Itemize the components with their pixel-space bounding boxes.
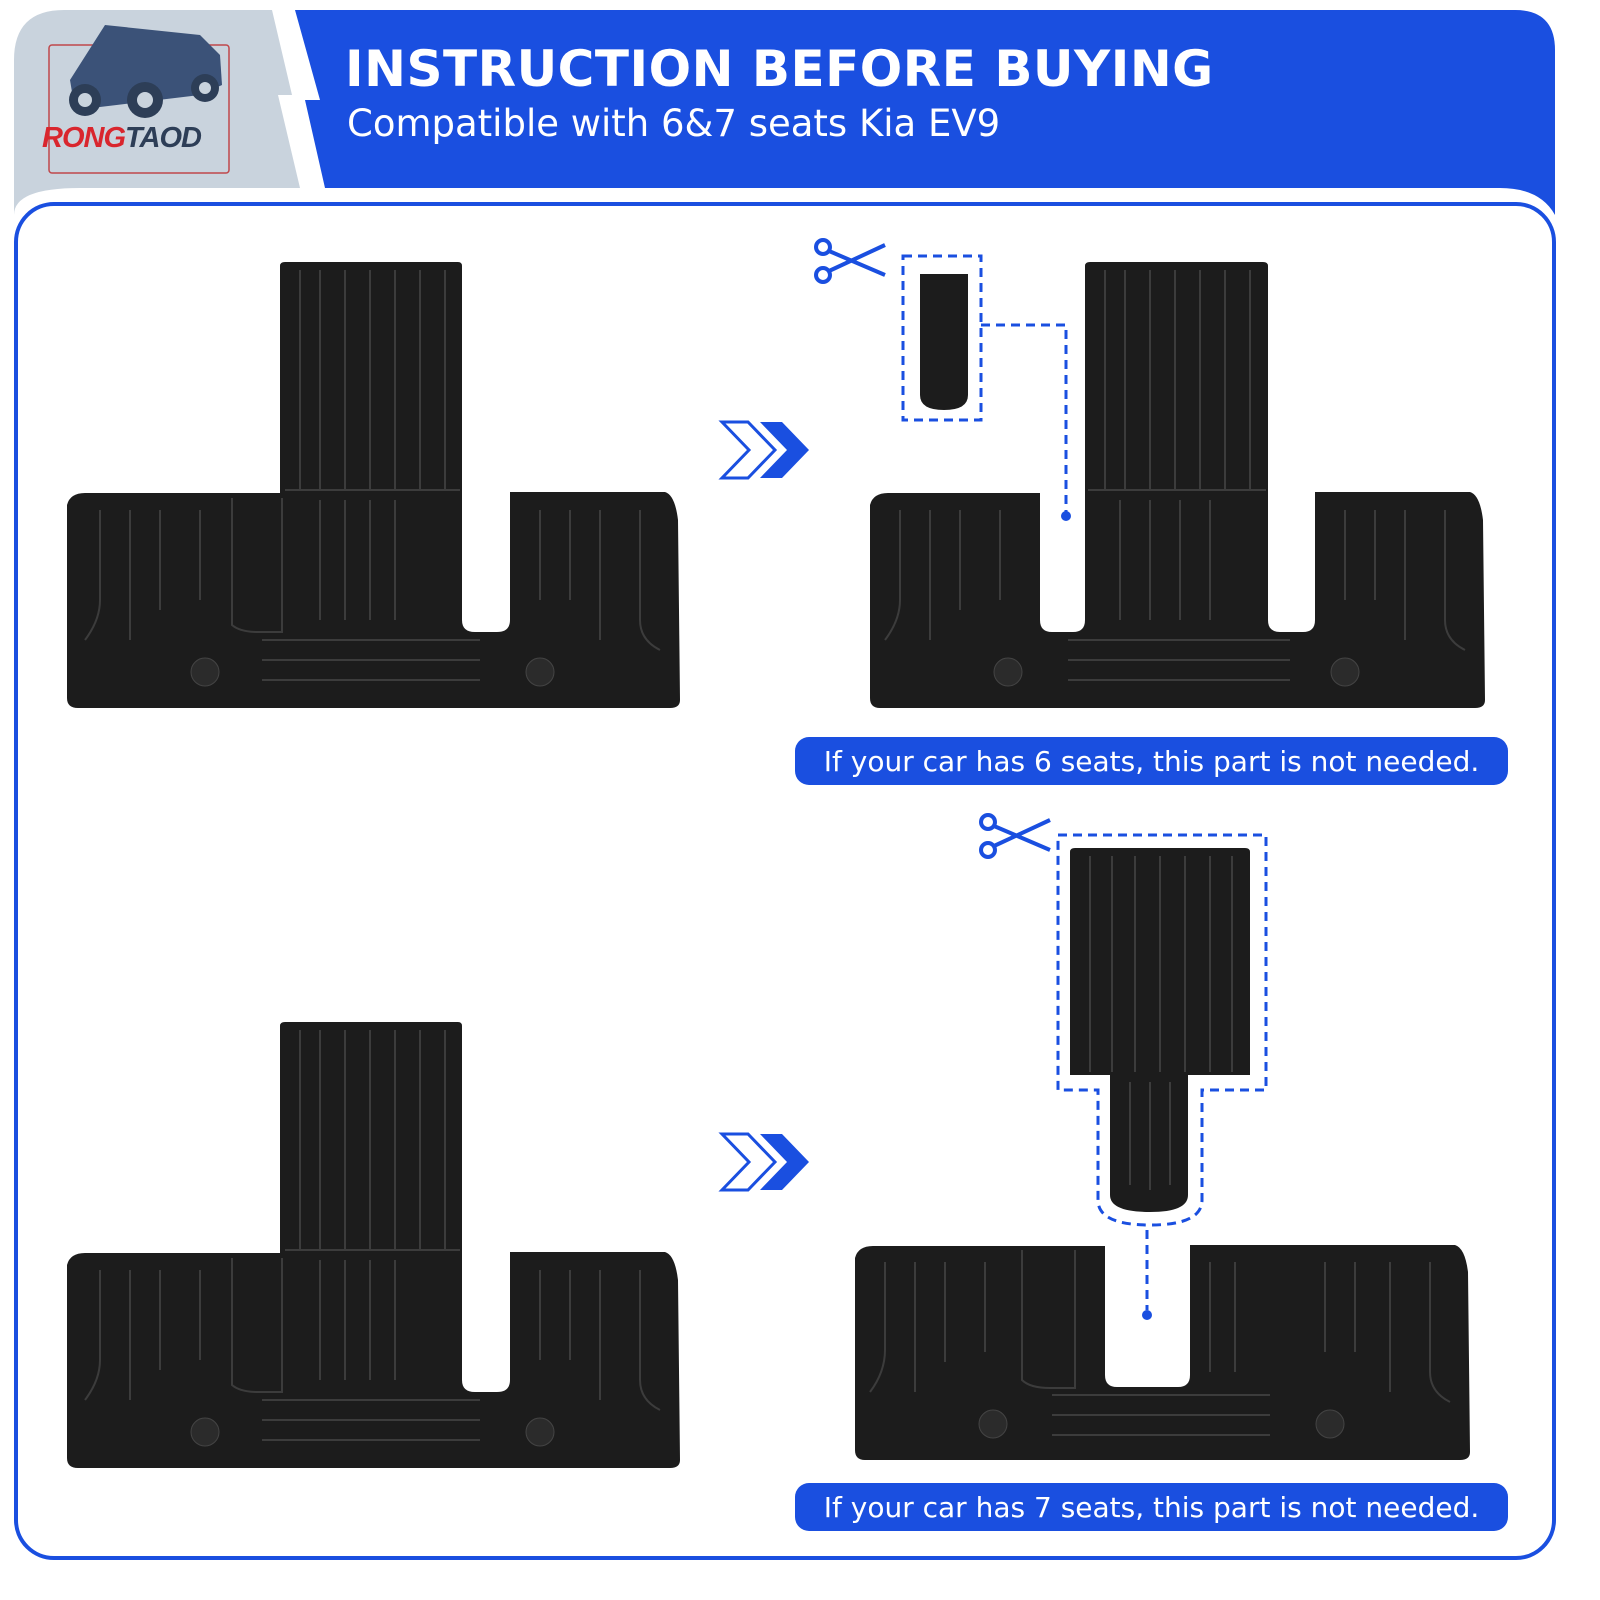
scissors-icon: [814, 238, 886, 284]
full-mat-bottom: [67, 1022, 680, 1468]
page-title: INSTRUCTION BEFORE BUYING: [345, 40, 1214, 98]
arrow-right-icon: [718, 420, 809, 480]
scissors-icon: [979, 813, 1051, 859]
brand-logo-text: RONGTAOD: [42, 122, 202, 155]
brand-name-part2: TAOD: [125, 122, 202, 154]
jeep-logo-icon: [48, 25, 230, 174]
removed-piece-6-seat: [901, 254, 1071, 521]
removed-piece-7-seat: [1056, 833, 1268, 1320]
header-banner: [295, 10, 1555, 215]
page-subtitle: Compatible with 6&7 seats Kia EV9: [347, 102, 1001, 145]
mat-7-seat-config: [855, 1245, 1470, 1460]
brand-name-part1: RONG: [42, 122, 126, 154]
arrow-right-icon: [718, 1132, 809, 1192]
full-mat-top: [67, 262, 680, 708]
mat-6-seat-config: [870, 262, 1485, 708]
note-6-seats: If your car has 6 seats, this part is no…: [795, 737, 1508, 785]
note-7-seats: If your car has 7 seats, this part is no…: [795, 1483, 1508, 1531]
